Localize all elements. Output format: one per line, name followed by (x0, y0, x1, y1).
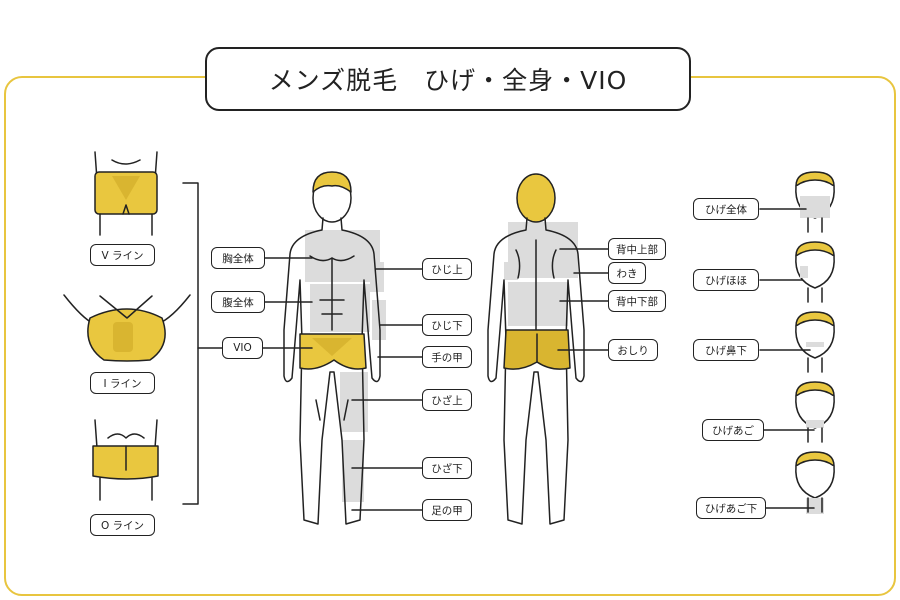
label-lower-leg: ひざ下 (422, 457, 472, 479)
label-upper-arm: ひじ上 (422, 258, 472, 280)
back-body (487, 173, 585, 525)
label-beard-all: ひげ全体 (693, 198, 759, 220)
page-title: メンズ脱毛 ひげ・全身・VIO (205, 47, 691, 111)
front-body (283, 171, 386, 525)
label-lower-back: 背中下部 (608, 290, 666, 312)
label-upper-back: 背中上部 (608, 238, 666, 260)
label-hand: 手の甲 (422, 346, 472, 368)
label-belly: 腹全体 (211, 291, 265, 313)
label-foot: 足の甲 (422, 499, 472, 521)
label-beard-chin: ひげあご (702, 419, 764, 441)
label-armpit: わき (608, 262, 646, 284)
label-beard-under-nose: ひげ鼻下 (693, 339, 759, 361)
label-forearm: ひじ下 (422, 314, 472, 336)
label-buttocks: おしり (608, 339, 658, 361)
leader-lines (262, 208, 815, 511)
label-i-line: I ライン (90, 372, 155, 394)
label-vio: VIO (222, 337, 263, 359)
i-line-figure (63, 294, 191, 362)
label-v-line: V ライン (90, 244, 155, 266)
label-chest: 胸全体 (211, 247, 265, 269)
label-beard-cheek: ひげほほ (693, 269, 759, 291)
label-thigh: ひざ上 (422, 389, 472, 411)
label-beard-under-chin: ひげあご下 (696, 497, 766, 519)
v-line-figure (94, 151, 158, 236)
label-o-line: O ライン (90, 514, 155, 536)
beard-heads (795, 171, 835, 514)
o-line-figure (92, 419, 159, 501)
